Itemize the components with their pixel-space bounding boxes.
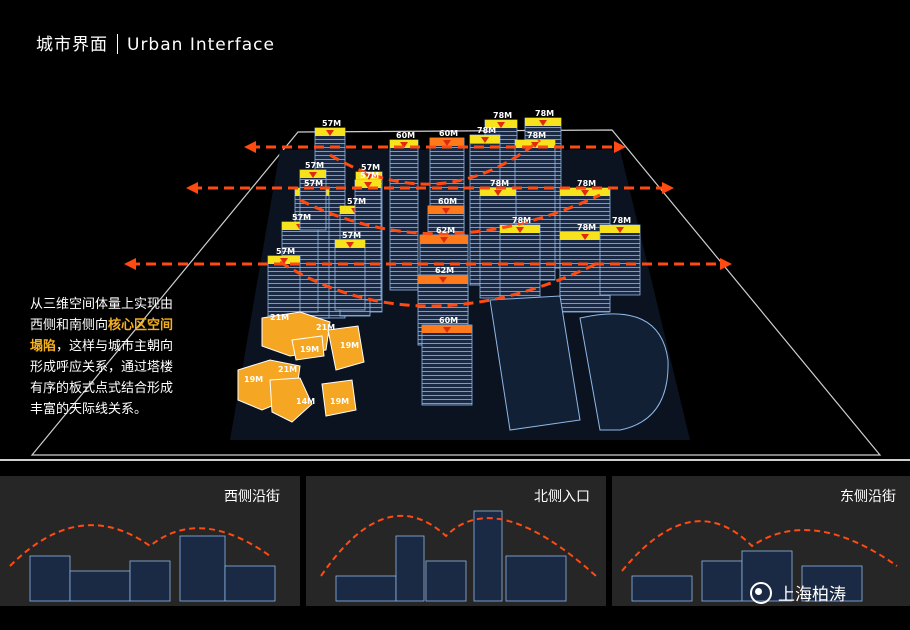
panel-east: 东侧沿街 <box>612 476 910 606</box>
height-marker <box>440 237 448 243</box>
height-marker <box>481 137 489 143</box>
podium-height-label: 19M <box>300 345 319 354</box>
height-label: 60M <box>438 197 457 206</box>
description-part2: ，这样与城市主朝向形成呼应关系，通过塔楼有序的板式点式结合形成丰富的天际线关系。 <box>30 339 174 417</box>
watermark-text: 上海柏涛 <box>778 585 846 605</box>
height-label: 78M <box>527 131 546 140</box>
height-marker <box>616 227 624 233</box>
height-label: 57M <box>342 231 361 240</box>
height-label: 78M <box>512 216 531 225</box>
height-label: 60M <box>439 129 458 138</box>
height-label: 60M <box>396 131 415 140</box>
panel-caption-north: 北侧入口 <box>534 489 590 505</box>
height-marker <box>539 120 547 126</box>
skyline-east <box>621 520 898 602</box>
panel-caption-east: 东侧沿街 <box>840 489 896 505</box>
podium-height-label: 14M <box>296 397 315 406</box>
podium-height-label: 21M <box>316 323 335 332</box>
panel-west: 西侧沿街 <box>0 476 300 606</box>
podium-group <box>237 311 365 423</box>
watermark: 上海柏涛 <box>750 580 846 605</box>
tower <box>389 139 419 291</box>
skyline-north <box>320 510 597 602</box>
height-marker <box>516 227 524 233</box>
height-label: 57M <box>276 247 295 256</box>
height-marker <box>326 130 334 136</box>
height-label: 57M <box>361 163 380 172</box>
podium-height-label: 21M <box>278 365 297 374</box>
title-en: Urban Interface <box>127 35 275 55</box>
tower <box>334 239 366 311</box>
height-marker <box>365 174 373 180</box>
height-label: 57M <box>360 171 379 180</box>
description-highlight: 核心区空间塌陷 <box>30 318 174 354</box>
height-marker <box>309 172 317 178</box>
height-label: 57M <box>304 179 323 188</box>
section-divider <box>0 459 910 461</box>
height-label: 57M <box>322 119 341 128</box>
height-label: 78M <box>490 179 509 188</box>
skyline-west <box>9 524 276 602</box>
height-label: 57M <box>305 161 324 170</box>
sightline-arrows <box>124 138 732 308</box>
height-label: 57M <box>347 197 366 206</box>
height-label: 78M <box>577 179 596 188</box>
height-label: 78M <box>477 126 496 135</box>
height-marker <box>439 277 447 283</box>
tower <box>599 224 641 296</box>
panel-caption-west: 西侧沿街 <box>224 489 280 505</box>
height-label: 62M <box>436 226 455 235</box>
description-text: 从三维空间体量上实现由西侧和南侧向核心区空间塌陷，这样与城市主朝向形成呼应关系，… <box>30 294 180 420</box>
height-marker <box>443 327 451 333</box>
height-marker <box>346 242 354 248</box>
east-lowrise <box>489 295 669 431</box>
tower <box>421 324 473 406</box>
height-label: 78M <box>577 223 596 232</box>
podium-height-label: 21M <box>270 313 289 322</box>
podium-height-label: 19M <box>340 341 359 350</box>
podium-height-label: 19M <box>330 397 349 406</box>
panel-north: 北侧入口 <box>306 476 606 606</box>
title-zh: 城市界面 <box>36 35 108 55</box>
page-title: 城市界面 Urban Interface <box>36 30 275 55</box>
podium-height-label: 19M <box>244 375 263 384</box>
height-marker <box>442 208 450 214</box>
height-label: 78M <box>535 109 554 118</box>
height-label: 60M <box>439 316 458 325</box>
title-separator <box>117 34 118 54</box>
height-label: 57M <box>292 213 311 222</box>
height-label: 78M <box>612 216 631 225</box>
wechat-icon <box>750 581 772 604</box>
height-marker <box>581 234 589 240</box>
height-label: 78M <box>493 111 512 120</box>
height-label: 62M <box>435 266 454 275</box>
height-marker <box>497 122 505 128</box>
description-part1: 从三维空间体量上实现由西侧和南侧向 <box>30 297 174 333</box>
